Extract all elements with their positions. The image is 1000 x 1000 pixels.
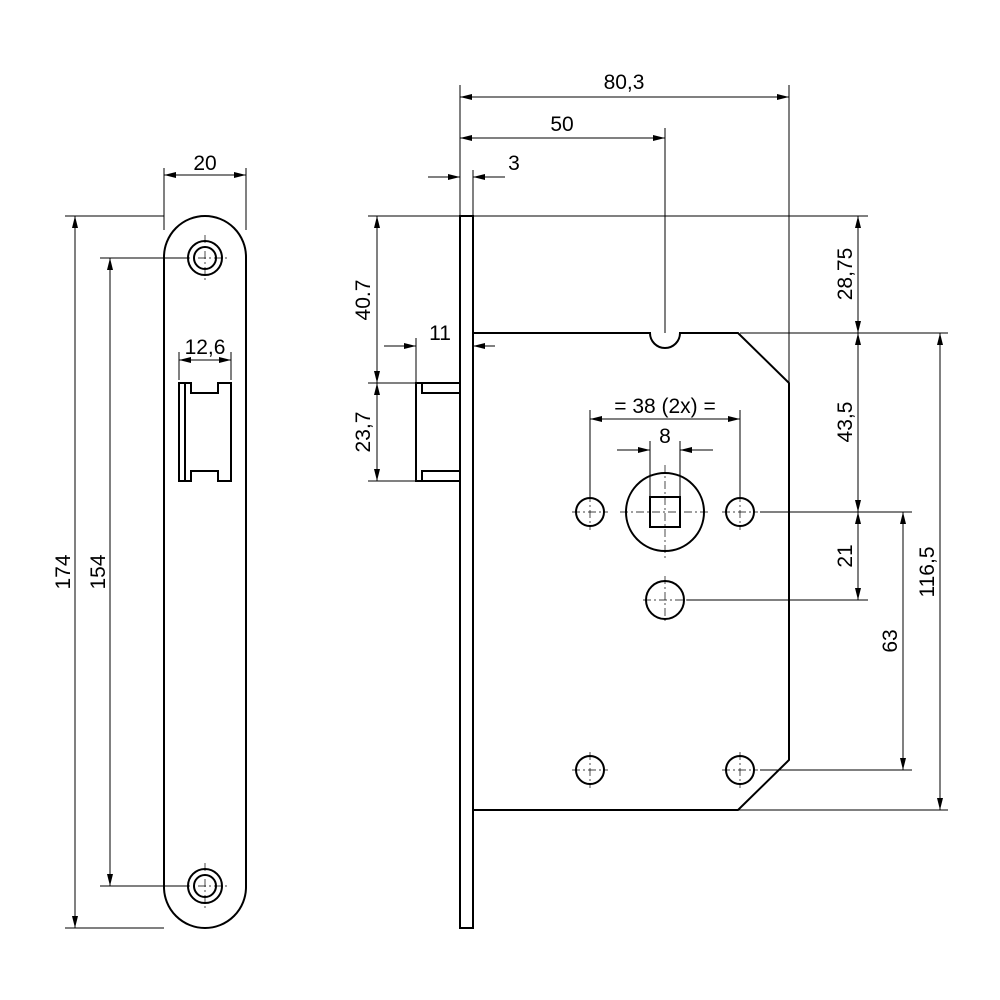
dim-80-3: 80,3 [604, 71, 645, 94]
dim-8: 8 [659, 425, 671, 448]
dim-50: 50 [550, 113, 573, 136]
lock-body-view: 80,3 50 3 40.7 23,7 11 = 38 (2x) = 8 28,… [352, 71, 948, 929]
dim-20: 20 [193, 152, 216, 175]
dim-63: 63 [879, 629, 902, 652]
dim-12-6: 12,6 [185, 336, 226, 359]
faceplate-outline [163, 215, 247, 929]
lock-case [473, 332, 790, 811]
key-hole [643, 576, 687, 624]
dim-11: 11 [429, 322, 451, 345]
dim-38-2x: = 38 (2x) = [614, 395, 716, 418]
latch-opening [178, 382, 232, 482]
dim-23-7: 23,7 [352, 412, 375, 453]
faceplate-view: 174 154 20 12,6 [52, 152, 247, 929]
dim-3: 3 [508, 152, 520, 175]
dim-40-7: 40.7 [352, 280, 375, 321]
dim-154: 154 [87, 554, 110, 589]
dim-116-5: 116,5 [916, 547, 939, 598]
screw-holes [572, 494, 758, 788]
dim-174: 174 [52, 554, 75, 589]
spindle-hub [620, 465, 710, 560]
dim-43-5: 43,5 [834, 402, 857, 443]
latch-bolt [415, 382, 461, 482]
dim-21: 21 [834, 544, 857, 567]
front-plate [459, 215, 474, 929]
screw-hole-bottom [182, 863, 228, 909]
dim-28-75: 28,75 [834, 248, 857, 301]
screw-hole-top [182, 235, 228, 281]
